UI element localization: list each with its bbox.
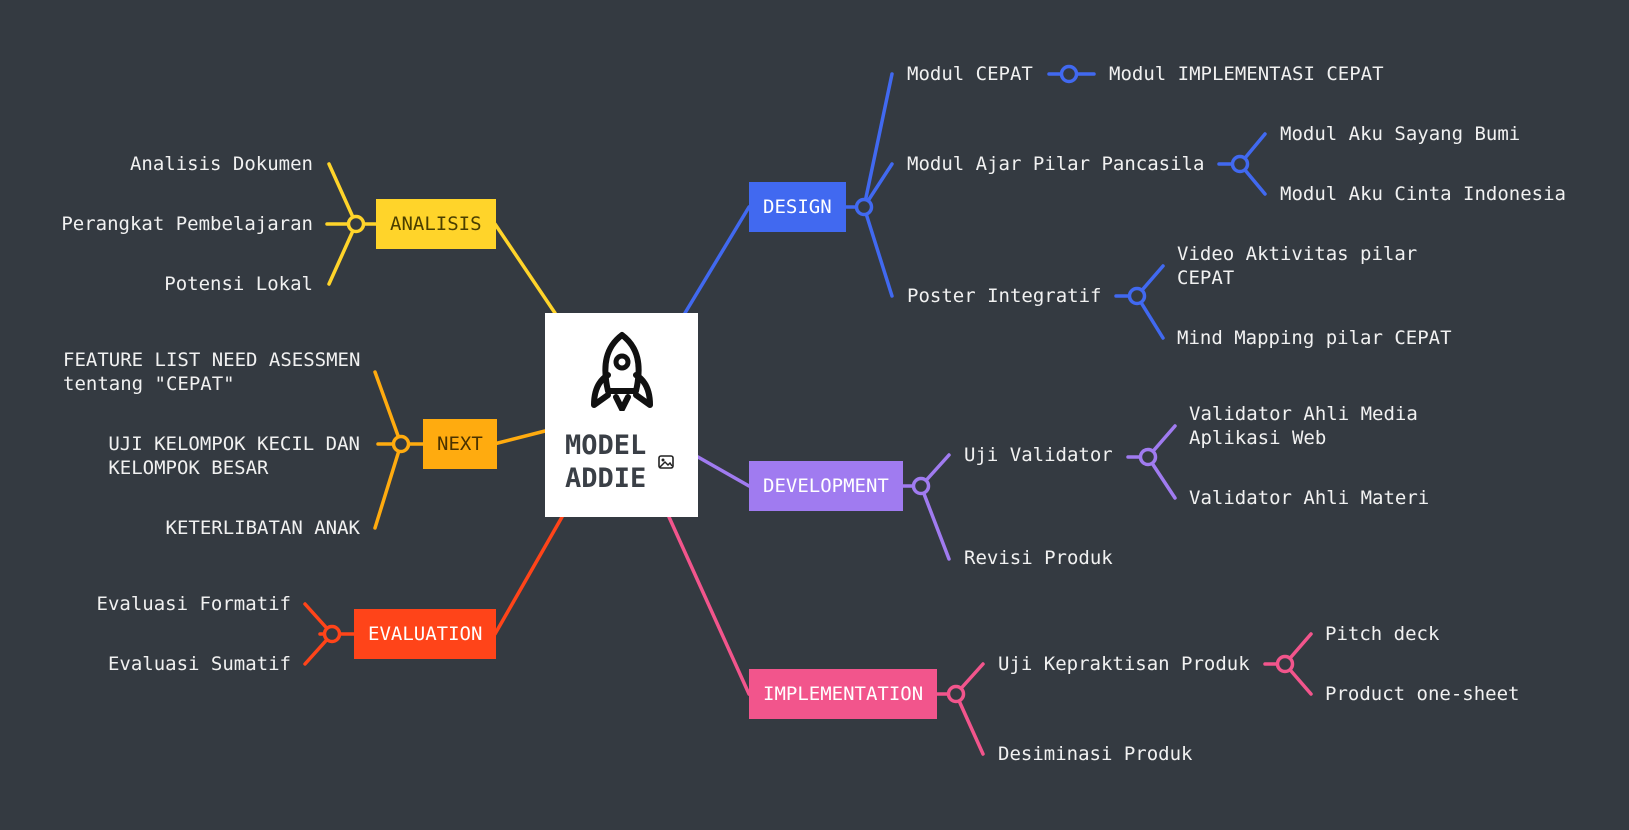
- subtopic-modul-implementasi-cepat[interactable]: Modul IMPLEMENTASI CEPAT: [1109, 63, 1384, 85]
- subtopic-video-aktivitas[interactable]: Video Aktivitas pilar CEPAT: [1177, 243, 1418, 289]
- topic-evaluation[interactable]: EVALUATION: [354, 609, 497, 659]
- subtopic-perangkat-pembelajaran[interactable]: Perangkat Pembelajaran: [61, 213, 313, 235]
- subtopic-validator-ahli-materi[interactable]: Validator Ahli Materi: [1189, 487, 1430, 509]
- topic-design[interactable]: DESIGN: [749, 182, 846, 232]
- topic-development[interactable]: DEVELOPMENT: [749, 461, 903, 511]
- subtopic-validator-ahli-media[interactable]: Validator Ahli Media Aplikasi Web: [1189, 403, 1418, 449]
- subtopic-poster-integratif[interactable]: Poster Integratif: [907, 285, 1102, 307]
- subtopic-modul-aku-sayang-bumi[interactable]: Modul Aku Sayang Bumi: [1280, 123, 1521, 145]
- subtopic-product-one-sheet[interactable]: Product one-sheet: [1325, 683, 1520, 705]
- subtopic-analisis-dokumen[interactable]: Analisis Dokumen: [129, 153, 313, 175]
- rocket-icon: [591, 332, 653, 411]
- subtopic-modul-ajar-pilar-pancasila[interactable]: Modul Ajar Pilar Pancasila: [907, 153, 1205, 175]
- subtopic-modul-aku-cinta-indonesia[interactable]: Modul Aku Cinta Indonesia: [1280, 183, 1566, 205]
- subtopic-uji-kelompok[interactable]: UJI KELOMPOK KECIL DAN KELOMPOK BESAR: [108, 433, 360, 479]
- subtopic-modul-cepat[interactable]: Modul CEPAT: [907, 63, 1033, 85]
- central-topic-title: MODEL ADDIE: [565, 430, 647, 494]
- subtopic-uji-kepraktisan-produk[interactable]: Uji Kepraktisan Produk: [998, 653, 1250, 675]
- image-icon[interactable]: [658, 455, 674, 469]
- topic-next[interactable]: NEXT: [423, 419, 497, 469]
- subtopic-mind-mapping[interactable]: Mind Mapping pilar CEPAT: [1177, 327, 1452, 349]
- subtopic-keterlibatan-anak[interactable]: KETERLIBATAN ANAK: [165, 517, 360, 539]
- subtopic-evaluasi-sumatif[interactable]: Evaluasi Sumatif: [107, 653, 291, 675]
- subtopic-desiminasi-produk[interactable]: Desiminasi Produk: [998, 743, 1193, 765]
- subtopic-pitch-deck[interactable]: Pitch deck: [1325, 623, 1440, 645]
- subtopic-uji-validator[interactable]: Uji Validator: [964, 444, 1113, 466]
- subtopic-revisi-produk[interactable]: Revisi Produk: [964, 547, 1113, 569]
- subtopic-feature-list[interactable]: FEATURE LIST NEED ASESSMEN tentang "CEPA…: [63, 349, 361, 395]
- topic-implementation[interactable]: IMPLEMENTATION: [749, 669, 938, 719]
- central-topic[interactable]: MODEL ADDIE: [545, 313, 698, 517]
- subtopic-potensi-lokal[interactable]: Potensi Lokal: [164, 273, 313, 295]
- topic-analisis[interactable]: ANALISIS: [376, 199, 496, 249]
- subtopic-evaluasi-formatif[interactable]: Evaluasi Formatif: [96, 593, 291, 615]
